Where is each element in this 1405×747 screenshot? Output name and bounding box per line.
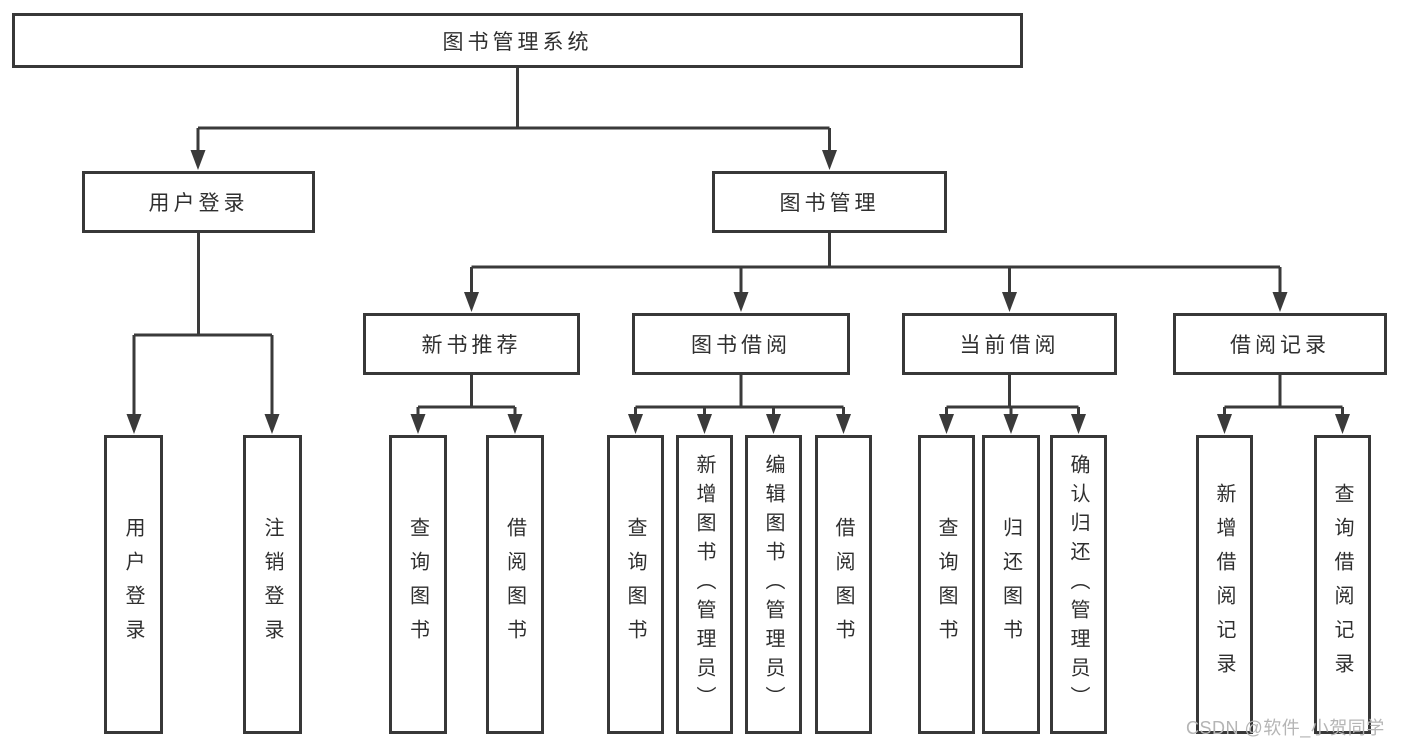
node-label: 查询图书 (624, 516, 646, 653)
watermark: CSDN @软件_小贺同学 (1186, 718, 1385, 738)
node-label: 新增借阅记录 (1213, 482, 1235, 687)
node-label: 图书借阅 (691, 334, 791, 357)
node-label: 确认归还（管理员） (1067, 454, 1089, 715)
leaf-query-book-current: 查询图书 (918, 435, 975, 734)
node-label: 编辑图书（管理员） (762, 454, 784, 715)
connector-new-book-recommend-children (410, 373, 523, 434)
node-label: 图书管理系统 (442, 30, 593, 54)
connector-current-borrow-children (939, 373, 1086, 434)
connector-book-management-children (464, 231, 1288, 312)
connector-user-login-children (126, 231, 280, 434)
node-label: 查询图书 (935, 516, 957, 653)
leaf-confirm-return-admin: 确认归还（管理员） (1050, 435, 1107, 734)
node-book-borrow: 图书借阅 (632, 313, 850, 375)
leaf-add-borrow-record: 新增借阅记录 (1196, 435, 1253, 734)
node-user-login: 用户登录 (82, 171, 315, 233)
node-label: 归还图书 (999, 516, 1022, 653)
connector-book-borrow-children (628, 373, 851, 434)
connector-root-to-level2 (190, 66, 837, 170)
leaf-logout-login: 注销登录 (243, 435, 302, 734)
node-label: 当前借阅 (959, 334, 1060, 357)
node-label: 新书推荐 (421, 334, 522, 357)
leaf-query-book-recommend: 查询图书 (389, 435, 447, 734)
leaf-borrow-book: 借阅图书 (815, 435, 872, 734)
node-label: 借阅图书 (503, 516, 526, 653)
node-borrow-records: 借阅记录 (1173, 313, 1387, 375)
node-label: 用户登录 (148, 192, 249, 215)
leaf-query-borrow-record: 查询借阅记录 (1314, 435, 1371, 734)
node-new-book-recommend: 新书推荐 (363, 313, 580, 375)
leaf-user-login: 用户登录 (104, 435, 163, 734)
leaf-query-book-borrow: 查询图书 (607, 435, 664, 734)
node-label: 用户登录 (122, 516, 144, 653)
node-book-management: 图书管理 (712, 171, 947, 233)
node-current-borrow: 当前借阅 (902, 313, 1117, 375)
node-library-management-system: 图书管理系统 (12, 13, 1023, 68)
node-label: 借阅图书 (832, 516, 854, 653)
node-label: 查询图书 (406, 516, 429, 653)
leaf-add-book-admin: 新增图书（管理员） (676, 435, 733, 734)
leaf-borrow-book-recommend: 借阅图书 (486, 435, 544, 734)
node-label: 注销登录 (261, 516, 283, 653)
leaf-edit-book-admin: 编辑图书（管理员） (745, 435, 802, 734)
node-label: 新增图书（管理员） (693, 454, 715, 715)
node-label: 查询借阅记录 (1331, 482, 1353, 687)
node-label: 图书管理 (779, 192, 880, 215)
connector-borrow-records-children (1217, 373, 1350, 434)
leaf-return-book: 归还图书 (982, 435, 1040, 734)
node-label: 借阅记录 (1230, 334, 1330, 357)
